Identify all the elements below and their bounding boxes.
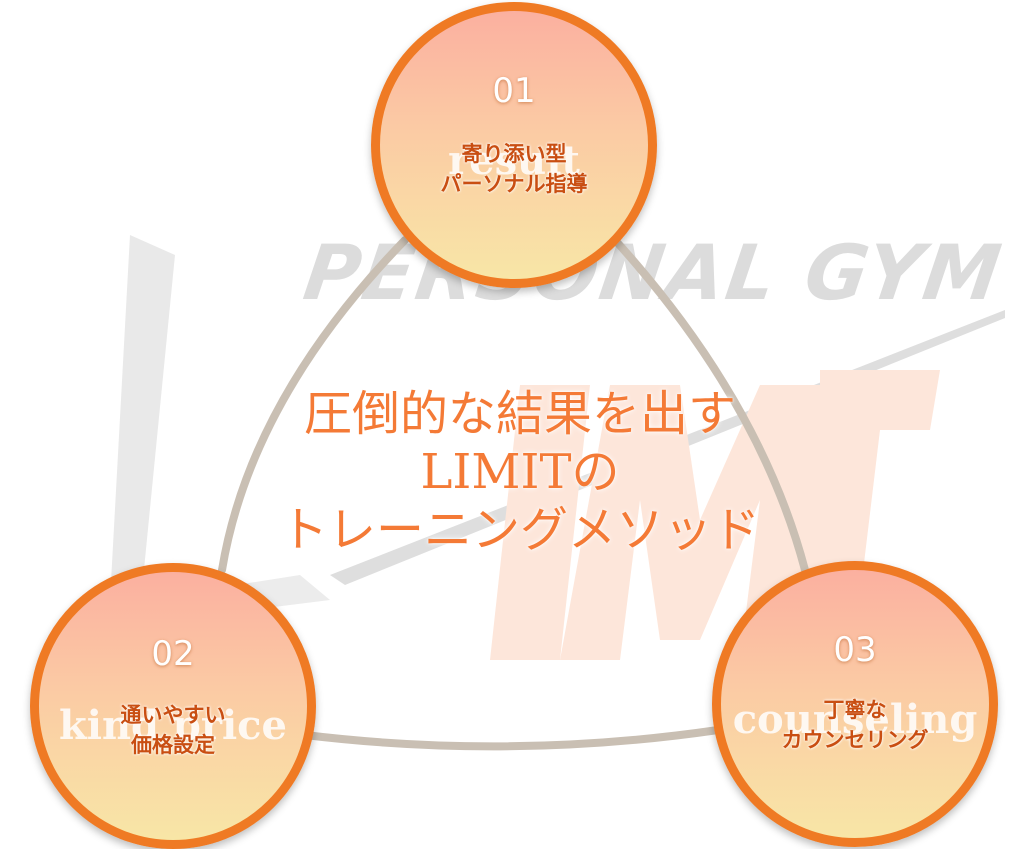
method-circle-02: 02 kind price 通いやすい 価格設定	[30, 563, 316, 849]
circle-number: 01	[492, 71, 536, 111]
method-circle-01: 01 result 寄り添い型 パーソナル指導	[371, 2, 657, 288]
center-heading-line: 圧倒的な結果を出す	[303, 386, 736, 442]
circle-title-line: 価格設定	[131, 733, 215, 757]
circle-title-line: 丁寧な	[823, 698, 887, 722]
circle-title: 通いやすい 価格設定	[39, 700, 307, 760]
center-heading: 圧倒的な結果を出す LIMITの トレーニングメソッド	[190, 385, 850, 559]
circle-number: 03	[833, 630, 877, 670]
connector-bottom	[301, 726, 722, 751]
connector-left	[218, 236, 409, 574]
center-heading-line: トレーニングメソッド	[279, 502, 760, 558]
circle-english-label: result	[448, 137, 580, 184]
circle-title-line: パーソナル指導	[440, 172, 588, 196]
circle-title-line: 通いやすい	[120, 703, 226, 727]
circle-title-line: 寄り添い型	[461, 142, 567, 166]
logo-stroke-gray	[110, 235, 175, 610]
circle-title-line: カウンセリング	[781, 728, 929, 752]
connector-right	[611, 236, 809, 574]
circle-title: 寄り添い型 パーソナル指導	[380, 139, 648, 199]
circle-english-label: kind price	[59, 702, 287, 749]
circle-english-label: counseling	[732, 696, 978, 743]
circle-number: 02	[151, 634, 195, 674]
method-circle-03: 03 counseling 丁寧な カウンセリング	[712, 561, 998, 847]
center-heading-line: LIMITの	[420, 444, 620, 500]
circle-title: 丁寧な カウンセリング	[721, 695, 989, 755]
